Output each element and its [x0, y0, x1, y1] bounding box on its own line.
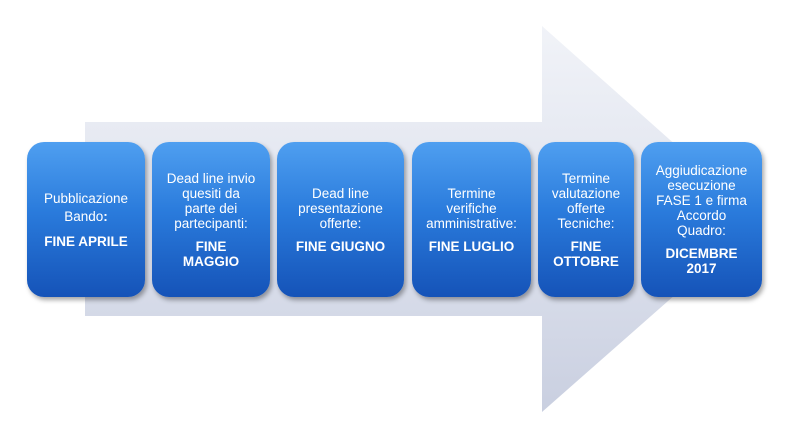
step-label: Dead line invio quesiti da parte dei par…: [166, 170, 256, 231]
step-pubblicazione-bando: Pubblicazione Bando: FINE APRILE: [27, 142, 145, 297]
step-date: FINE GIUGNO: [295, 238, 386, 254]
step-dead-line-offerte: Dead line presentazione offerte: FINE GI…: [277, 142, 404, 297]
step-label: Termine verifiche amministrative:: [426, 185, 517, 231]
step-date: FINE APRILE: [44, 234, 128, 249]
step-label: Aggiudicazione esecuzione FASE 1 e firma…: [655, 163, 748, 238]
step-date: FINE LUGLIO: [428, 238, 515, 254]
step-colon: :: [103, 209, 108, 224]
step-label: Dead line presentazione offerte:: [298, 185, 383, 231]
step-date: FINE MAGGIO: [182, 238, 240, 269]
step-dead-line-quesiti: Dead line invio quesiti da parte dei par…: [152, 142, 270, 297]
step-valutazione-offerte: Termine valutazione offerte Tecniche: FI…: [538, 142, 634, 297]
step-date: FINE OTTOBRE: [553, 238, 619, 269]
step-label: Pubblicazione Bando: [43, 191, 129, 224]
step-label: Termine valutazione offerte Tecniche:: [551, 170, 621, 231]
step-date: DICEMBRE 2017: [665, 246, 738, 276]
step-aggiudicazione: Aggiudicazione esecuzione FASE 1 e firma…: [641, 142, 762, 297]
step-verifiche-amministrative: Termine verifiche amministrative: FINE L…: [412, 142, 531, 297]
